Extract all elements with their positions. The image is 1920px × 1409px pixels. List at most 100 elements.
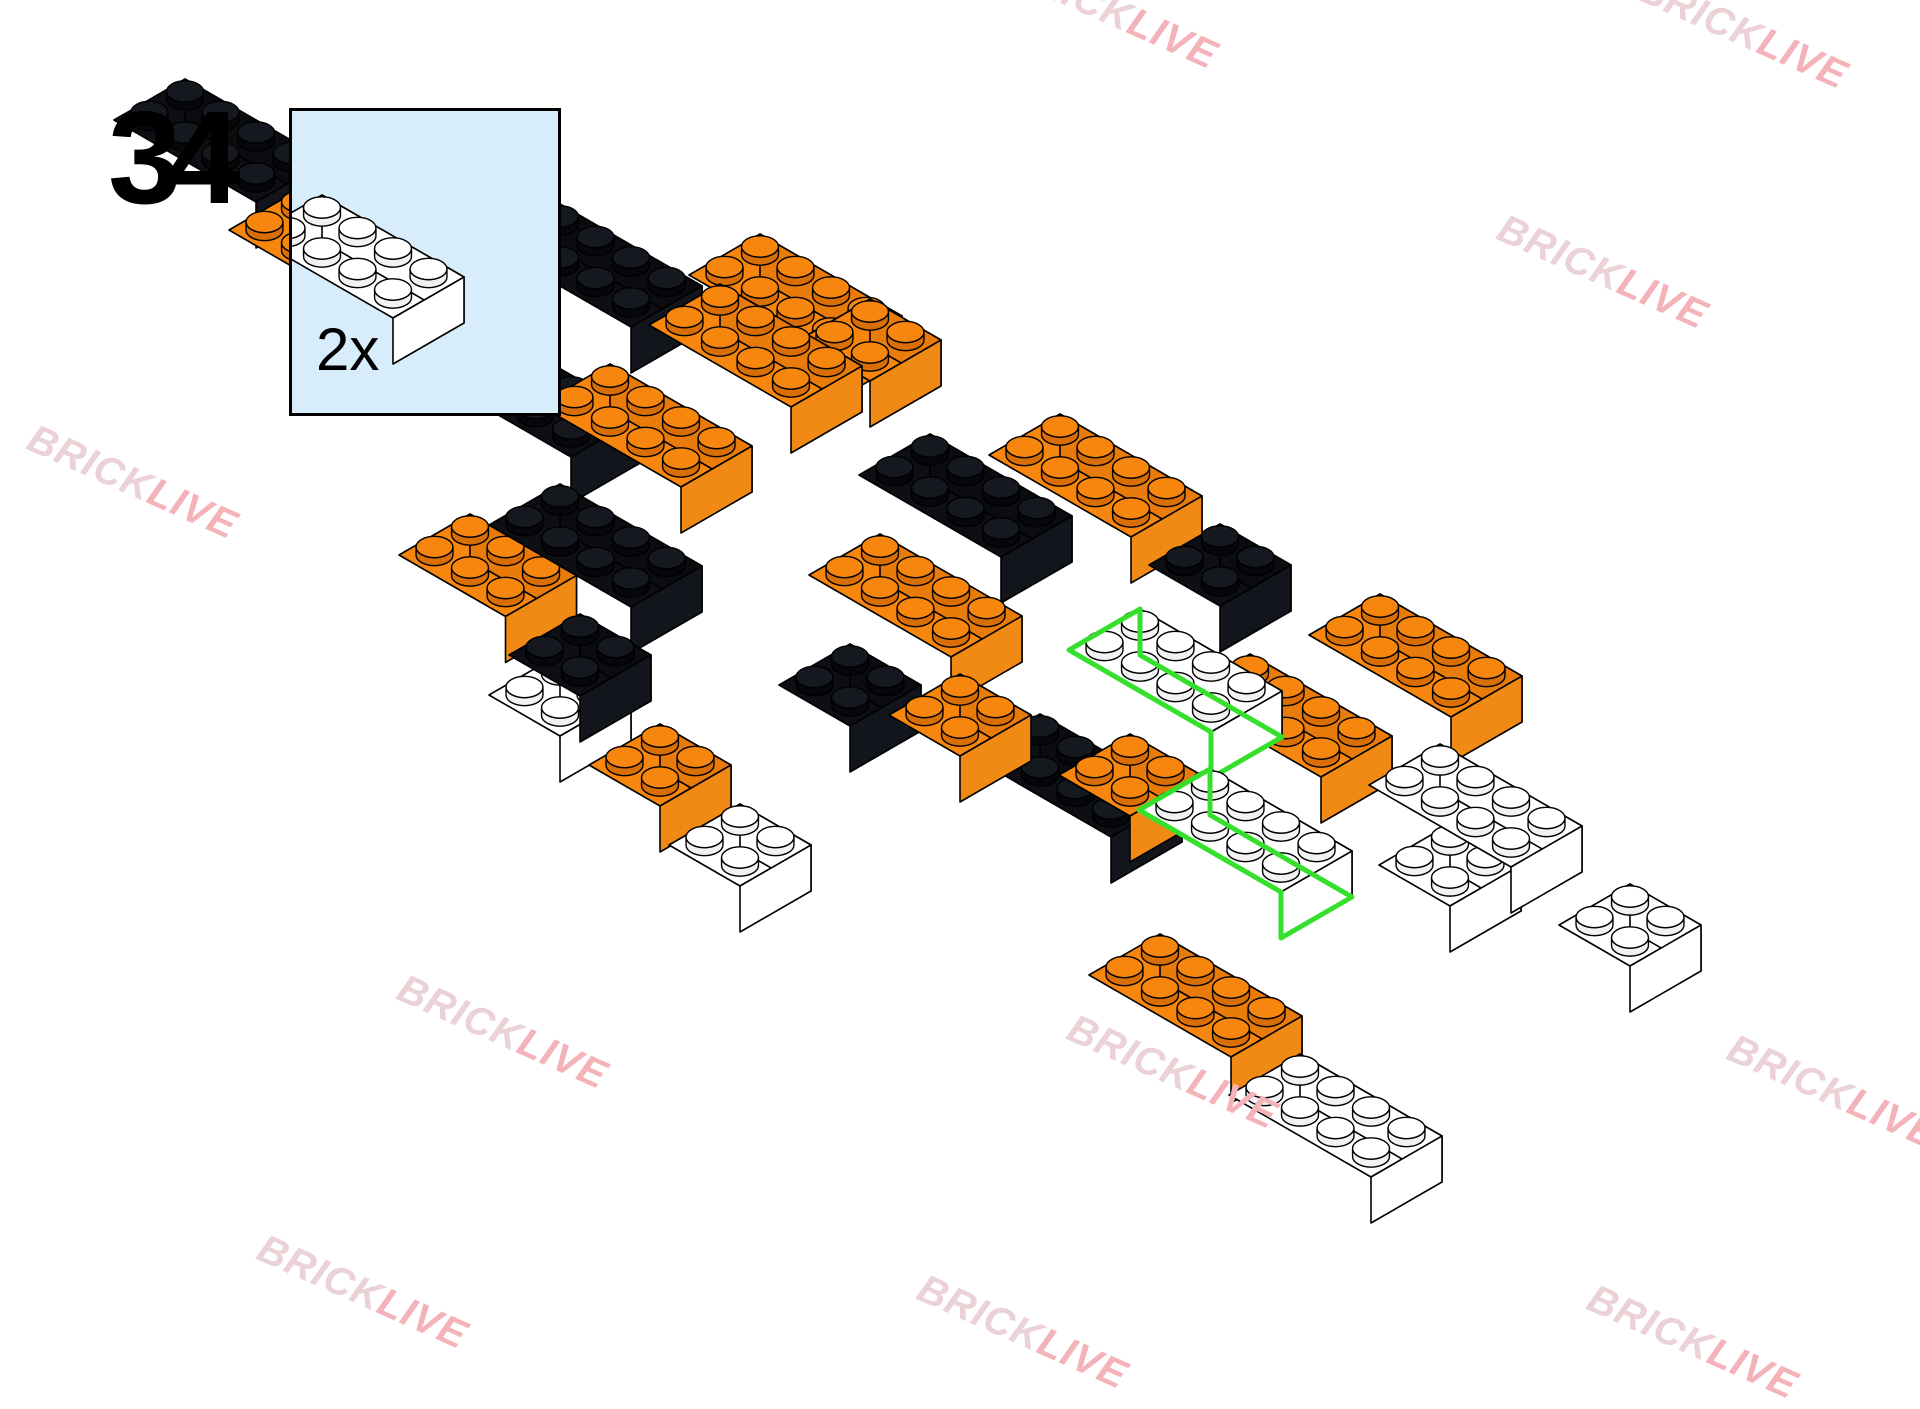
stud-top	[1140, 976, 1180, 999]
stud	[905, 695, 944, 727]
stud	[611, 567, 651, 598]
stud	[1385, 765, 1424, 797]
stud-top	[1146, 755, 1185, 779]
brick-side-face	[504, 574, 578, 664]
stud-top	[825, 555, 864, 579]
stud	[1156, 671, 1195, 703]
brick-2x4-white-icon	[292, 194, 465, 365]
stud	[560, 656, 600, 687]
stud	[1280, 1096, 1320, 1127]
stud	[1431, 677, 1471, 708]
stud-top	[676, 745, 715, 769]
stud	[1297, 831, 1336, 863]
stud-top	[1527, 806, 1566, 830]
stud-top	[1351, 1137, 1391, 1160]
stud-top	[886, 320, 925, 344]
stud-top	[976, 695, 1015, 719]
stud	[1140, 935, 1180, 966]
stud	[201, 100, 240, 132]
stud	[1527, 806, 1566, 838]
stud	[576, 225, 615, 257]
brick-orange	[808, 533, 1023, 704]
stud-top	[776, 255, 815, 279]
stud	[740, 235, 780, 266]
stud-top	[236, 121, 276, 144]
stud	[940, 716, 980, 747]
stud-top	[860, 576, 900, 599]
stud	[373, 237, 413, 268]
stud-top	[1247, 996, 1286, 1020]
stud	[1261, 811, 1301, 842]
instruction-page: BRICKLIVE BRICKLIVE BRICKLIVE BRICKLIVE …	[21, 0, 1920, 1408]
brick-orange	[538, 363, 753, 534]
stud	[165, 121, 205, 152]
stud-top	[1075, 755, 1114, 779]
stud-top	[1491, 786, 1531, 809]
brick-orange	[648, 283, 863, 454]
stud	[1076, 435, 1115, 467]
stud	[1430, 866, 1470, 897]
stud-top	[931, 617, 971, 640]
stud-top	[576, 546, 615, 570]
stud-top	[1227, 671, 1266, 695]
stud-top	[807, 346, 846, 370]
stud	[560, 615, 600, 646]
stud-top	[1226, 790, 1265, 814]
stud-top	[1360, 636, 1400, 659]
stud	[771, 367, 811, 398]
stud-top	[795, 665, 834, 689]
stud-top	[1337, 716, 1376, 740]
stud-top	[338, 216, 377, 240]
stud-top	[302, 237, 342, 260]
stud	[1467, 656, 1506, 688]
stud	[981, 476, 1021, 507]
stud-top	[605, 745, 644, 769]
stud-top	[450, 515, 490, 538]
stud-top	[740, 235, 780, 258]
stud-top	[1420, 786, 1460, 809]
stud	[1226, 831, 1265, 863]
stud	[1140, 976, 1180, 1007]
stud-top	[1040, 456, 1080, 479]
stud-top	[896, 596, 935, 620]
stud	[1396, 615, 1435, 647]
brick-side-face	[790, 365, 863, 454]
stud-top	[596, 635, 635, 659]
stud-top	[1316, 1075, 1355, 1099]
stud-top	[1110, 776, 1150, 799]
stud	[1646, 905, 1685, 937]
stud-top	[697, 426, 736, 450]
stud	[1156, 630, 1195, 662]
stud-top	[640, 766, 680, 789]
stud	[640, 766, 680, 797]
stud-top	[756, 825, 795, 849]
brick-side-face	[392, 276, 465, 365]
stud-top	[1387, 1116, 1426, 1140]
brick-white	[668, 803, 812, 933]
stud	[1200, 525, 1240, 556]
stud	[886, 320, 925, 352]
brick-white	[1558, 883, 1702, 1013]
stud	[1200, 566, 1240, 597]
stud-top	[1351, 1096, 1391, 1119]
stud-top	[1200, 566, 1240, 589]
stud-top	[521, 556, 561, 579]
stud-top	[1147, 476, 1186, 500]
stud-top	[1040, 415, 1080, 438]
stud-top	[811, 276, 851, 299]
stud	[931, 576, 971, 607]
brick-orange	[1308, 593, 1523, 764]
stud-top	[740, 276, 780, 299]
stud-top	[946, 455, 985, 479]
stud	[130, 100, 169, 132]
stud-top	[1110, 735, 1150, 758]
stud	[1245, 1075, 1284, 1107]
stud	[1491, 827, 1531, 858]
stud-top	[201, 141, 240, 165]
stud-top	[1396, 656, 1435, 680]
stud	[1280, 1055, 1320, 1086]
stud-top	[611, 567, 651, 590]
brick-side-face	[1629, 924, 1702, 1013]
stud	[1420, 745, 1460, 776]
stud	[1351, 1137, 1391, 1168]
